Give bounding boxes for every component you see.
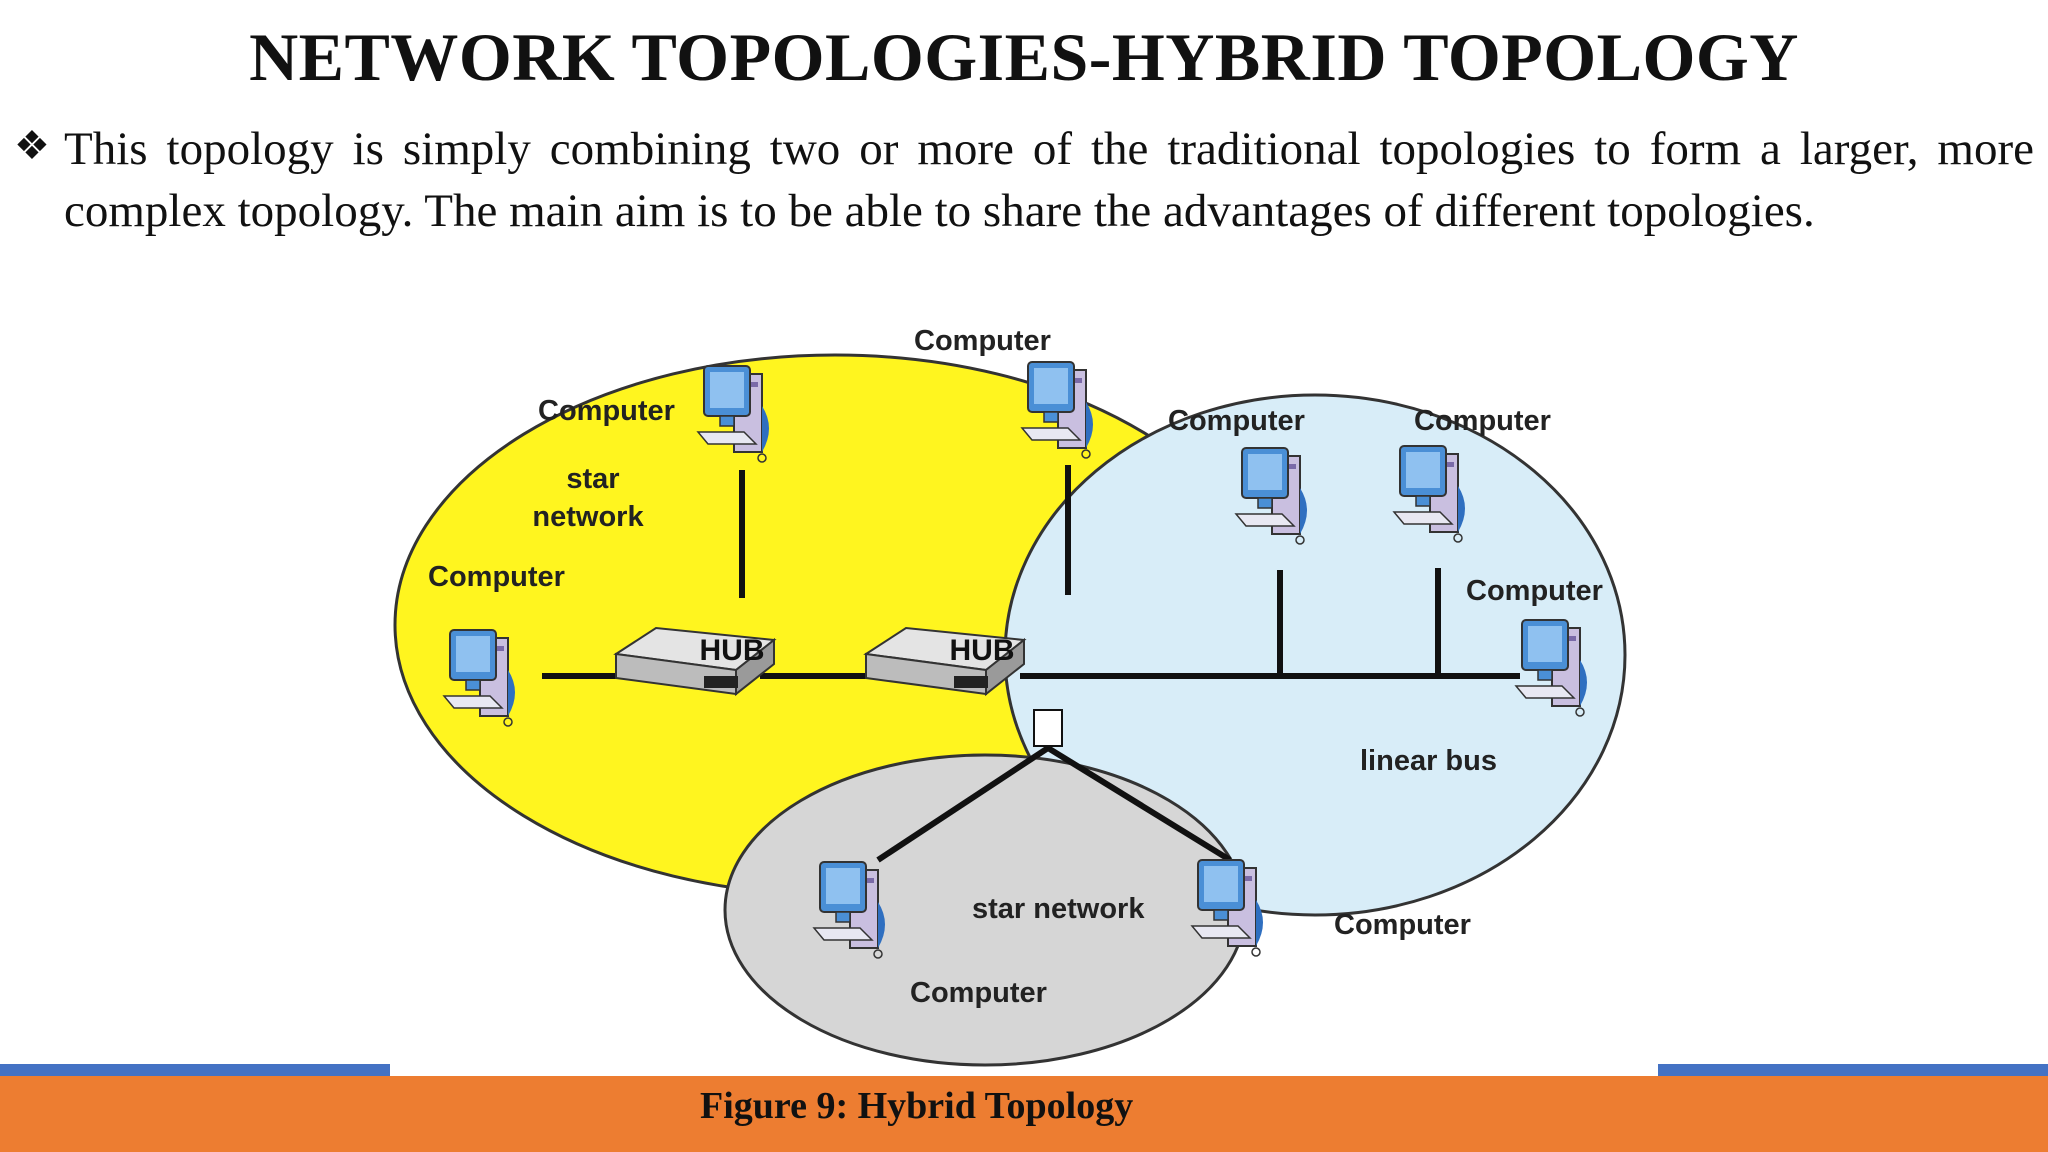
label-computer-bus-end: Computer <box>1466 575 1603 607</box>
label-computer-top-center: Computer <box>914 325 1051 357</box>
hybrid-topology-diagram: HUB HUB Computer Computer Computer Compu… <box>393 325 1627 1067</box>
footer-stripe-right <box>1658 1064 2048 1076</box>
label-computer-top-left: Computer <box>538 395 675 427</box>
bullet-paragraph: ❖ This topology is simply combining two … <box>14 118 2034 242</box>
label-computer-bus: Computer <box>1414 405 1551 437</box>
label-computer-bottom: Computer <box>910 977 1047 1009</box>
bullet-text: This topology is simply combining two or… <box>64 123 2034 237</box>
hub-center-label: HUB <box>950 634 1015 667</box>
label-linear-bus: linear bus <box>1360 745 1497 777</box>
hub-left-label: HUB <box>700 634 765 667</box>
diamond-bullet-icon: ❖ <box>14 123 50 168</box>
label-computer-left: Computer <box>428 561 565 593</box>
network-links <box>542 465 1520 863</box>
label-star-line2: network <box>532 501 644 533</box>
label-computer-bottom-right: Computer <box>1334 909 1471 941</box>
slide-title: NETWORK TOPOLOGIES-HYBRID TOPOLOGY <box>249 19 1799 95</box>
hub-center: HUB <box>865 627 1025 695</box>
label-star-network-bottom: star network <box>972 893 1145 925</box>
footer-stripe-left <box>0 1064 390 1076</box>
label-star-line1: star <box>566 463 619 495</box>
footer-band <box>0 1076 2048 1152</box>
figure-caption: Figure 9: Hybrid Topology <box>700 1085 1134 1127</box>
hub-left: HUB <box>615 627 775 695</box>
label-computer-top-right: Computer <box>1168 405 1305 437</box>
hub-port-connector <box>1033 709 1063 747</box>
